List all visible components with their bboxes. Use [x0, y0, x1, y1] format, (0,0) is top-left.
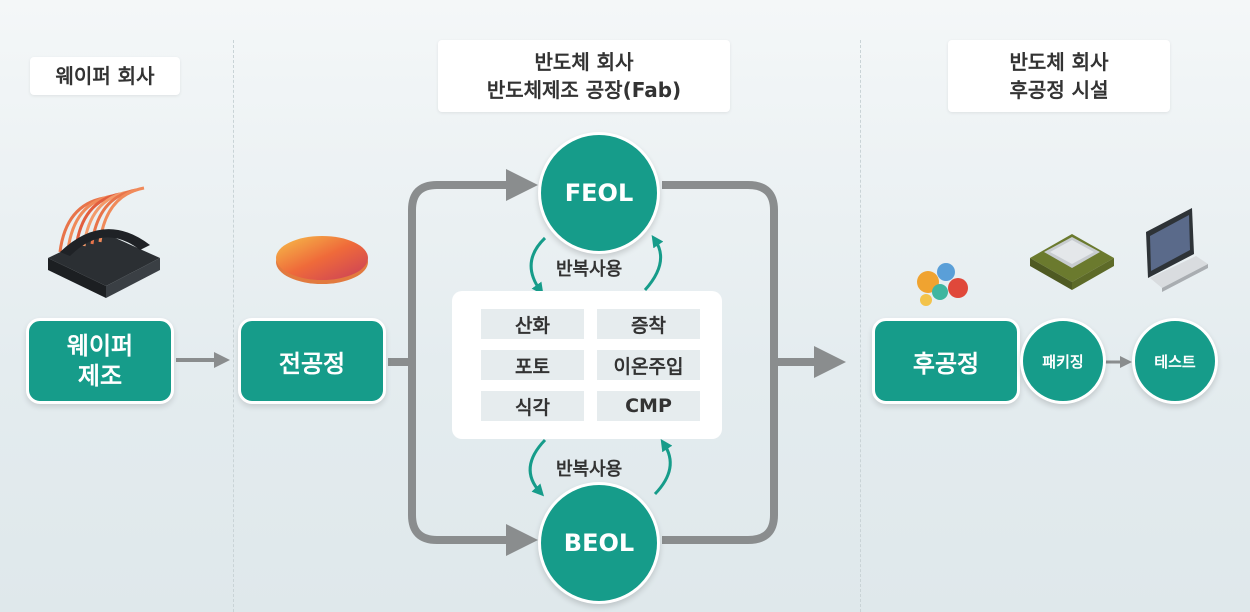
front-end-label: 전공정 — [278, 349, 346, 378]
process-ion-implant: 이온주입 — [597, 350, 700, 380]
cpu-chip-icon — [1030, 234, 1114, 290]
packaging-node: 패키징 — [1020, 318, 1106, 404]
wafer-node-line1: 웨이퍼 — [66, 332, 134, 360]
wafer-icon — [276, 236, 368, 284]
feol-node: FEOL — [538, 132, 660, 254]
beol-node: BEOL — [538, 482, 660, 604]
process-etching: 식각 — [481, 391, 584, 421]
header-post-process: 반도체 회사 후공정 시설 — [948, 40, 1170, 112]
header-fab-line1: 반도체 회사 — [534, 50, 634, 74]
repeat-arrow-upper-right — [643, 235, 664, 291]
process-cmp: CMP — [597, 391, 700, 421]
process-deposition: 증착 — [597, 309, 700, 339]
repeat-arrow-upper-left — [529, 236, 547, 295]
header-fab: 반도체 회사 반도체제조 공장(Fab) — [438, 40, 730, 112]
back-end-node: 후공정 — [872, 318, 1020, 404]
arrow-front-to-beol — [388, 358, 538, 556]
header-wafer-company: 웨이퍼 회사 — [30, 57, 180, 95]
header-wafer-company-text: 웨이퍼 회사 — [55, 64, 155, 88]
divider-right — [860, 40, 861, 612]
repeat-arrow-lower-right — [653, 439, 673, 496]
test-computer-icon — [1146, 208, 1208, 292]
beol-label: BEOL — [563, 529, 635, 557]
process-photo: 포토 — [481, 350, 584, 380]
header-post-line1: 반도체 회사 — [1009, 50, 1109, 74]
front-end-node: 전공정 — [238, 318, 386, 404]
wafer-manufacturing-node: 웨이퍼 제조 — [26, 318, 174, 404]
feol-label: FEOL — [564, 179, 634, 207]
header-post-line2: 후공정 시설 — [1009, 78, 1109, 102]
arrow-front-to-feol — [388, 169, 538, 366]
test-node: 테스트 — [1132, 318, 1218, 404]
arrow-feol-merge — [662, 181, 778, 362]
repeat-use-upper: 반복사용 — [556, 259, 623, 280]
packaging-label: 패키징 — [1042, 352, 1084, 371]
divider-left — [233, 40, 234, 612]
process-panel: 산화 증착 포토 이온주입 식각 CMP — [452, 291, 722, 439]
gears-icon — [917, 263, 968, 306]
header-fab-line2: 반도체제조 공장(Fab) — [486, 78, 682, 102]
repeat-use-lower: 반복사용 — [556, 459, 623, 480]
arrow-beol-merge — [662, 362, 778, 544]
repeat-arrow-lower-left — [528, 438, 547, 497]
back-end-label: 후공정 — [912, 349, 980, 378]
process-oxidation: 산화 — [481, 309, 584, 339]
wafer-stack-icon — [48, 186, 160, 298]
wafer-node-line2: 제조 — [77, 362, 123, 390]
test-label: 테스트 — [1154, 352, 1196, 371]
